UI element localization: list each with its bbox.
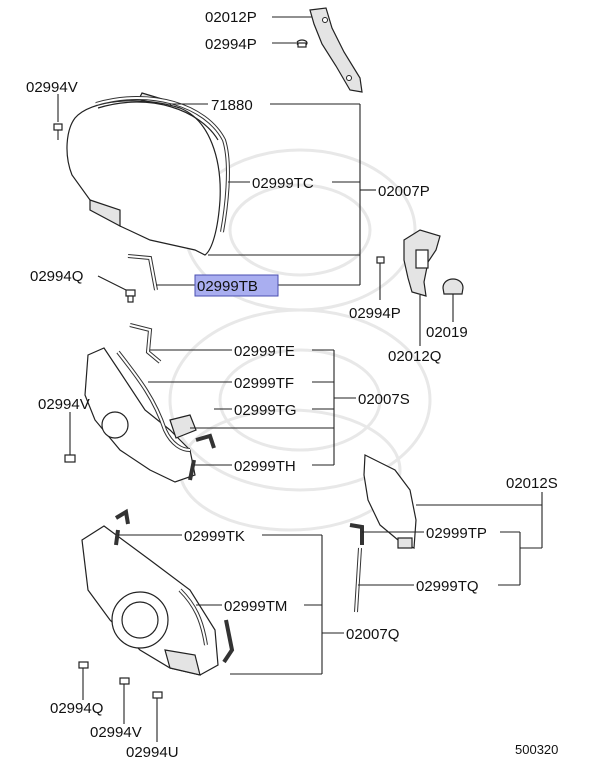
bolt-02994P-top bbox=[296, 39, 308, 48]
label-02999TC[interactable]: 02999TC bbox=[252, 175, 314, 192]
highlight-02999TB bbox=[194, 274, 279, 297]
label-02999TH[interactable]: 02999TH bbox=[234, 458, 296, 475]
cap-02019 bbox=[442, 278, 464, 295]
label-02999TE[interactable]: 02999TE bbox=[234, 343, 295, 360]
label-02994V-bot[interactable]: 02994V bbox=[90, 724, 142, 741]
label-02994Q-bot[interactable]: 02994Q bbox=[50, 700, 103, 717]
label-02994P-top[interactable]: 02994P bbox=[205, 36, 257, 53]
upper-cover-02007P bbox=[66, 96, 230, 256]
leader-lines bbox=[57, 16, 543, 742]
bracket-02012S bbox=[363, 454, 417, 549]
label-02012Q[interactable]: 02012Q bbox=[388, 348, 441, 365]
bolt-02994V-top bbox=[53, 123, 63, 140]
bracket-02012P bbox=[309, 7, 363, 93]
label-02007P[interactable]: 02007P bbox=[378, 183, 430, 200]
bolt-02994V-bot bbox=[119, 677, 130, 712]
label-02999TP[interactable]: 02999TP bbox=[426, 525, 487, 542]
label-02019[interactable]: 02019 bbox=[426, 324, 468, 341]
part-labels: 02012P 02994P 02994V 71880 02999TC 02007… bbox=[26, 9, 558, 761]
bolt-02994Q-bot bbox=[78, 661, 89, 690]
seal-02999TB bbox=[127, 254, 158, 291]
label-02999TK[interactable]: 02999TK bbox=[184, 528, 245, 545]
label-02007Q[interactable]: 02007Q bbox=[346, 626, 399, 643]
label-02999TQ[interactable]: 02999TQ bbox=[416, 578, 479, 595]
label-02999TG[interactable]: 02999TG bbox=[234, 402, 297, 419]
label-02994U[interactable]: 02994U bbox=[126, 744, 179, 761]
bolt-02994Q-mid bbox=[125, 289, 136, 303]
label-02999TB[interactable]: 02999TB bbox=[197, 278, 258, 295]
label-02994V-top[interactable]: 02994V bbox=[26, 79, 78, 96]
bolt-02994U bbox=[152, 691, 163, 728]
lower-cover-02007Q bbox=[81, 508, 235, 676]
label-71880[interactable]: 71880 bbox=[211, 97, 253, 114]
label-02994Q-mid[interactable]: 02994Q bbox=[30, 268, 83, 285]
bolt-02994V-mid bbox=[64, 418, 76, 463]
label-02999TM[interactable]: 02999TM bbox=[224, 598, 287, 615]
seal-02999TP-TQ bbox=[349, 523, 364, 613]
label-02012P[interactable]: 02012P bbox=[205, 9, 257, 26]
diagram-id: 500320 bbox=[515, 742, 558, 757]
label-02999TF[interactable]: 02999TF bbox=[234, 375, 294, 392]
label-02994P-mid[interactable]: 02994P bbox=[349, 305, 401, 322]
label-02012S[interactable]: 02012S bbox=[506, 475, 558, 492]
label-02994V-mid[interactable]: 02994V bbox=[38, 396, 90, 413]
label-02007S[interactable]: 02007S bbox=[358, 391, 410, 408]
middle-cover-02007S bbox=[84, 323, 216, 483]
bolt-02994P-mid bbox=[376, 256, 385, 272]
bracket-02012Q bbox=[403, 229, 441, 297]
